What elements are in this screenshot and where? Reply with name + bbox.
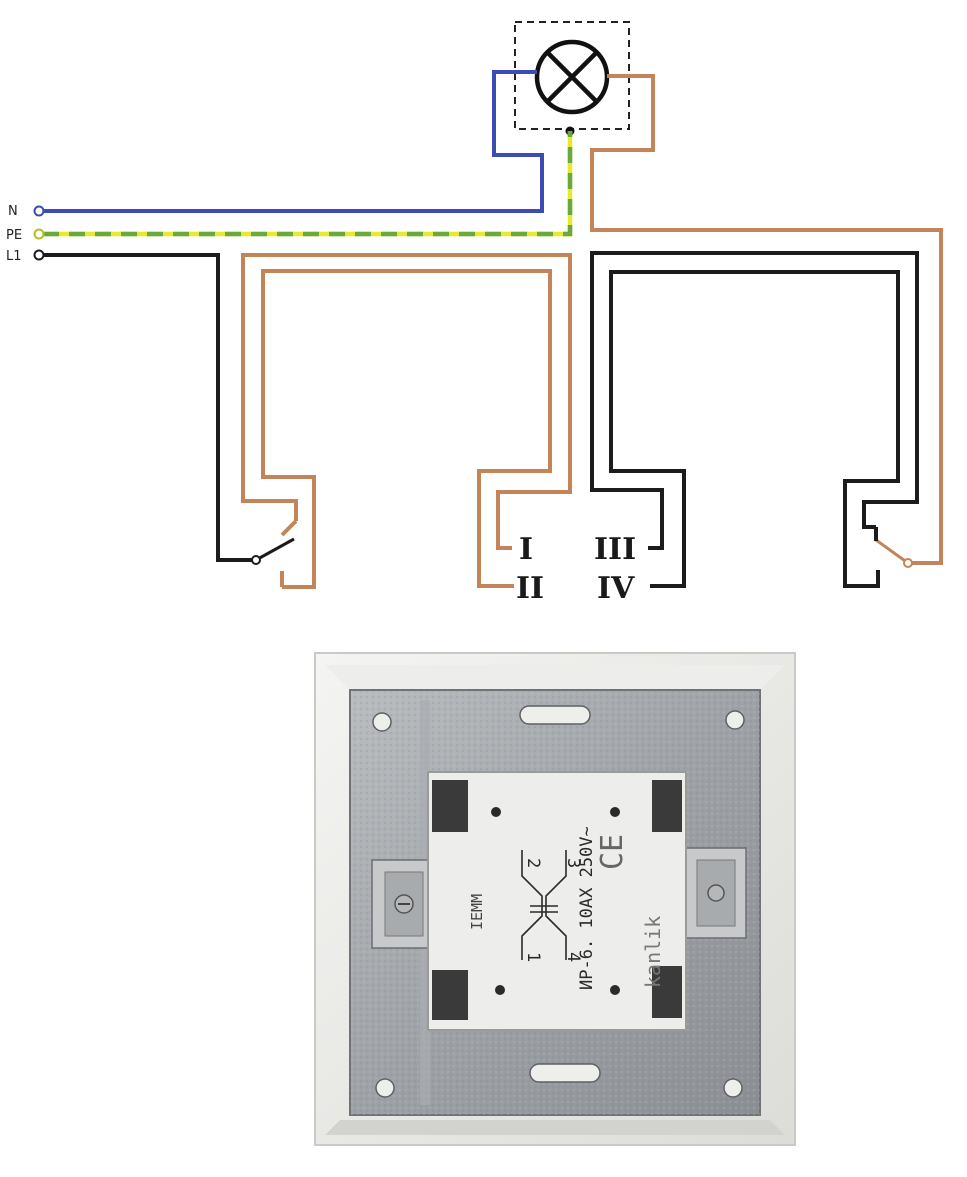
frame-bevel <box>325 665 785 690</box>
right-changeover-switch <box>874 527 913 568</box>
right-switch-pivot <box>903 558 913 568</box>
supply-terminals: N PE L1 <box>6 204 45 264</box>
wiring <box>43 70 943 589</box>
traveler-iii-wire <box>590 251 919 550</box>
label-n: N <box>8 204 18 219</box>
earth-wire-base <box>43 131 573 237</box>
label-pe: PE <box>6 228 22 243</box>
plate-slot-bottom <box>529 1063 601 1083</box>
terminal-pe <box>33 228 45 240</box>
switch-photo: 2 3 1 4 ИР-6. 10АХ 250V~ CE kanlik IEMM <box>314 652 796 1146</box>
phase-wire <box>43 253 256 562</box>
mechanism-body <box>427 771 687 1031</box>
traveler-i-wire <box>261 269 552 589</box>
code-mark: IEMM <box>468 894 486 930</box>
clamp-right-screw <box>707 884 725 902</box>
contact-iv: IV <box>597 571 635 606</box>
plate-hole-br <box>723 1078 743 1098</box>
left-switch-blade <box>255 537 295 562</box>
earth-wire-stripe <box>43 131 573 237</box>
lamp <box>514 21 630 136</box>
printed-terminal-4: 4 <box>563 952 583 962</box>
plate-hole-tr <box>725 710 745 730</box>
mechanism-tab-tr <box>652 780 682 832</box>
terminal-n <box>33 205 45 217</box>
lamp-cross-b <box>545 50 599 104</box>
left-switch-contact <box>280 519 298 537</box>
mechanism-tab-bl <box>432 970 468 1020</box>
plate-hole-bl <box>375 1078 395 1098</box>
printed-terminal-3: 3 <box>563 858 583 868</box>
printed-terminal-1: 1 <box>523 952 543 962</box>
contact-ii: II <box>516 571 544 606</box>
ce-mark: CE <box>595 834 630 870</box>
mechanism-dot-2 <box>610 807 620 817</box>
contact-labels: I II III IV <box>516 532 636 606</box>
printed-terminal-2: 2 <box>523 858 543 868</box>
traveler-iv-wire <box>609 270 900 588</box>
mechanism-dot-4 <box>610 985 620 995</box>
contact-i: I <box>519 532 533 567</box>
label-l1: L1 <box>6 249 22 264</box>
plate-hole-tl <box>372 712 392 732</box>
mechanism-dot-3 <box>495 985 505 995</box>
mechanism-dot-1 <box>491 807 501 817</box>
neutral-wire <box>43 70 544 213</box>
left-switch-pivot <box>251 555 261 565</box>
traveler-ii-wire <box>241 253 572 550</box>
frame-bevel-bottom <box>325 1120 785 1135</box>
terminal-l1 <box>33 249 45 261</box>
mechanism-tab-br <box>652 966 682 1018</box>
plate-slot-top <box>519 705 591 725</box>
brand-mark: kanlik <box>641 916 665 988</box>
left-changeover-switch <box>251 519 298 565</box>
rating-stamp: ИР-6. 10АХ 250V~ <box>577 826 597 990</box>
printed-schematic <box>521 850 567 960</box>
right-switch-blade <box>875 538 909 565</box>
lamp-return-wire <box>590 74 943 565</box>
contact-iii: III <box>594 532 636 567</box>
mechanism-tab-tl <box>432 780 468 832</box>
